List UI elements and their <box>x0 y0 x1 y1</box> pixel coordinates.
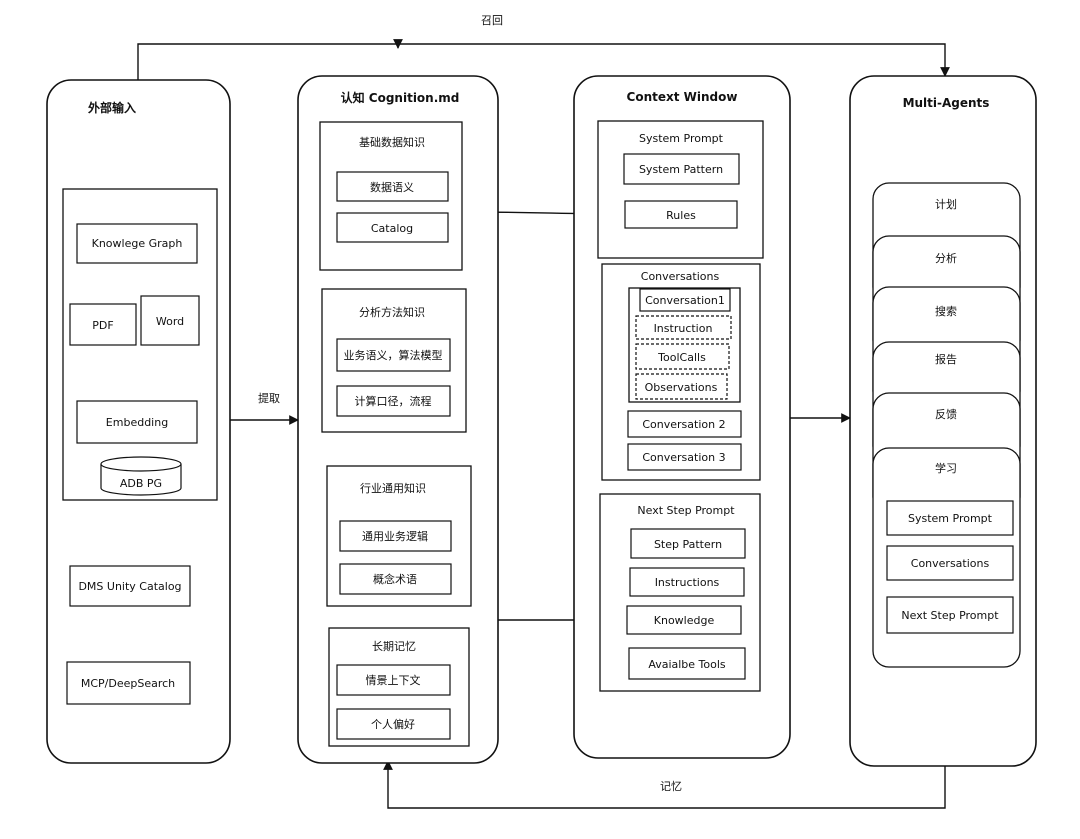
available-tools-box <box>628 647 746 680</box>
multi-agents-title: Multi-Agents <box>903 96 990 110</box>
agent-next-step-prompt-label: Next Step Prompt <box>901 609 999 622</box>
memory-edge <box>383 760 946 809</box>
mcp-deepsearch-box <box>66 661 191 705</box>
data-semantics-box <box>336 171 449 202</box>
conversations-title: Conversations <box>641 270 720 283</box>
toolcalls-box <box>635 343 730 370</box>
instructions-box <box>629 567 745 597</box>
personal-preference-box <box>336 708 451 740</box>
agent-next-step-prompt-box <box>886 596 1014 634</box>
system-pattern-label: System Pattern <box>639 163 723 176</box>
pdf-box <box>69 303 137 346</box>
database-icon <box>100 456 182 496</box>
conversation3-box <box>627 443 742 471</box>
agent-system-prompt-box <box>886 500 1014 536</box>
situational-context-label: 情景上下文 <box>366 673 421 687</box>
agent-system-prompt-label: System Prompt <box>908 512 993 525</box>
knowledge-graph-label: Knowlege Graph <box>92 237 183 250</box>
situational-context-box <box>336 664 451 696</box>
context-window-title: Context Window <box>627 90 738 104</box>
system-prompt-title: System Prompt <box>639 132 724 145</box>
cognition-title: 认知 Cognition.md <box>341 90 460 105</box>
agent-card-analysis-label: 分析 <box>935 251 957 265</box>
embedding-box <box>76 400 198 444</box>
observations-box <box>635 373 728 400</box>
extract-label: 提取 <box>258 392 280 405</box>
memory-label: 记忆 <box>660 780 682 793</box>
dms-catalog-label: DMS Unity Catalog <box>78 580 181 593</box>
system-pattern-box <box>623 153 740 185</box>
adb-pg-label: ADB PG <box>120 477 162 490</box>
step-pattern-box <box>630 528 746 559</box>
calc-process-label: 计算口径，流程 <box>355 394 432 408</box>
pdf-label: PDF <box>92 319 113 332</box>
instruction-label: Instruction <box>654 322 713 335</box>
knowledge-box <box>626 605 742 635</box>
word-box <box>140 295 200 346</box>
data-semantics-label: 数据语义 <box>370 180 414 194</box>
concept-terms-label: 概念术语 <box>373 572 417 586</box>
dms-catalog-box <box>69 565 191 607</box>
calc-process-box <box>336 385 451 417</box>
conversation2-box <box>627 410 742 438</box>
context-window-column: Context Window System Prompt System Patt… <box>573 75 791 759</box>
instructions-label: Instructions <box>655 576 720 589</box>
next-step-prompt-title: Next Step Prompt <box>637 504 735 517</box>
observations-label: Observations <box>645 381 718 394</box>
personal-preference-label: 个人偏好 <box>371 717 415 731</box>
rules-label: Rules <box>666 209 696 222</box>
agent-card-feedback-label: 反馈 <box>935 408 957 421</box>
catalog-box <box>336 212 449 243</box>
recall-edge <box>137 43 950 80</box>
agent-conversations-label: Conversations <box>911 557 990 570</box>
agent-conversations-box <box>886 545 1014 581</box>
industry-knowledge-title: 行业通用知识 <box>360 481 426 495</box>
agent-card-search-label: 搜索 <box>935 304 957 318</box>
system-prompt-group <box>597 120 764 259</box>
business-semantics-box <box>336 338 451 372</box>
multi-agents-column: Multi-Agents 计划 分析 搜索 报告 反馈 学习 System Pr… <box>849 75 1037 767</box>
instruction-box <box>635 315 732 340</box>
business-logic-box <box>339 520 452 552</box>
agent-card-report-label: 报告 <box>935 352 957 366</box>
conversation1-label: Conversation1 <box>645 294 725 307</box>
business-logic-label: 通用业务逻辑 <box>362 529 428 543</box>
external-input-column: 外部输入 Knowlege Graph PDF Word Embedding A… <box>46 79 231 764</box>
step-pattern-label: Step Pattern <box>654 538 722 551</box>
rules-box <box>624 200 738 229</box>
business-semantics-label: 业务语义，算法模型 <box>344 348 443 362</box>
agent-card-learning-label: 学习 <box>935 461 957 475</box>
conversation2-label: Conversation 2 <box>642 418 725 431</box>
available-tools-label: Avaialbe Tools <box>648 658 726 671</box>
conversation1-box <box>639 288 731 312</box>
word-label: Word <box>156 315 184 328</box>
longterm-memory-title: 长期记忆 <box>372 640 416 653</box>
catalog-label: Catalog <box>371 222 413 235</box>
concept-terms-box <box>339 563 452 595</box>
basic-knowledge-title: 基础数据知识 <box>359 135 425 149</box>
analysis-knowledge-title: 分析方法知识 <box>359 305 425 319</box>
agent-card-plan-label: 计划 <box>935 198 957 211</box>
embedding-label: Embedding <box>106 416 168 429</box>
external-input-title: 外部输入 <box>88 100 136 115</box>
toolcalls-label: ToolCalls <box>657 351 706 364</box>
knowledge-graph-box <box>76 223 198 264</box>
recall-label: 召回 <box>481 14 503 27</box>
knowledge-label: Knowledge <box>654 614 715 627</box>
conversation3-label: Conversation 3 <box>642 451 725 464</box>
mcp-deepsearch-label: MCP/DeepSearch <box>81 677 175 690</box>
cognition-column: 认知 Cognition.md 基础数据知识 数据语义 Catalog 分析方法… <box>297 75 499 764</box>
